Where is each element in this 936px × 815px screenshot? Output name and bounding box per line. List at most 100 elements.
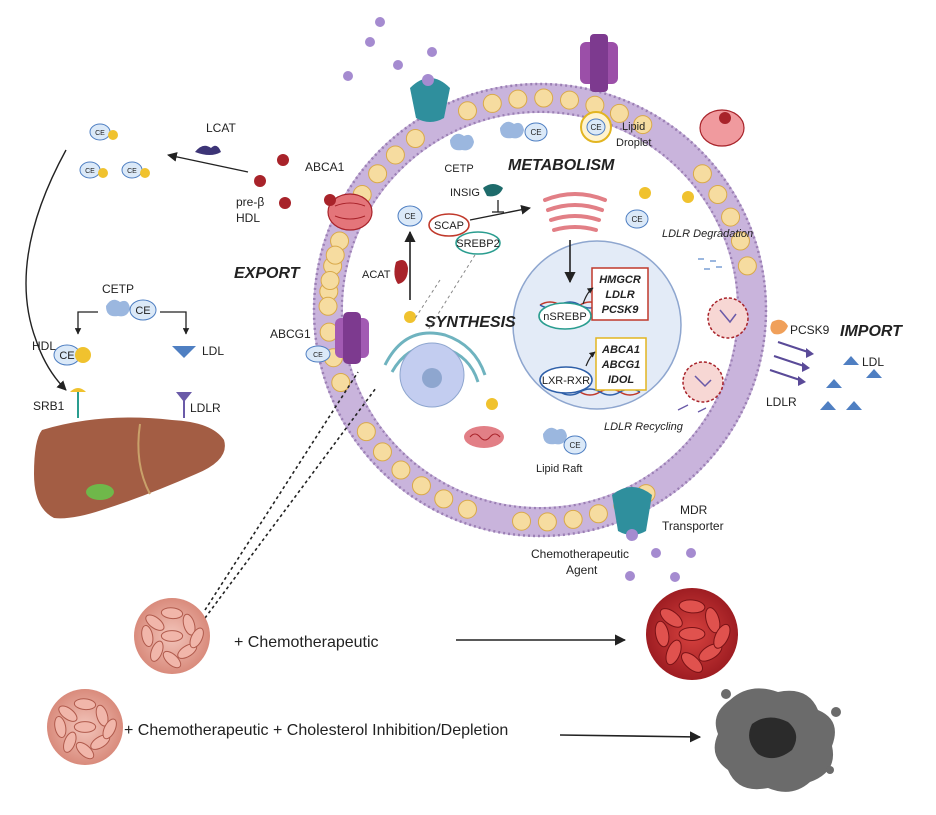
svg-text:CE: CE xyxy=(135,305,150,317)
svg-text:CE: CE xyxy=(85,168,95,175)
tumor-pink-1 xyxy=(134,598,210,674)
cholesterol-dot xyxy=(682,191,694,203)
purple-transporter-top xyxy=(580,34,618,92)
insig: INSIG xyxy=(450,184,504,213)
svg-text:Transporter: Transporter xyxy=(662,519,724,533)
ce-synthesis: CE xyxy=(397,205,423,300)
svg-text:CETP: CETP xyxy=(102,282,134,296)
nsrebp-complex: nSREBP xyxy=(538,287,594,330)
abca1-transporter: ABCA1 xyxy=(305,160,373,231)
abcg1-transporter: ABCG1 CE xyxy=(270,312,369,364)
svg-text:CE: CE xyxy=(569,441,580,450)
svg-text:LDLR: LDLR xyxy=(190,401,221,415)
ce-cluster-top: CE xyxy=(500,121,548,142)
pre-beta-hdl: pre-β HDL xyxy=(236,154,291,225)
tumor-red-resistant xyxy=(646,588,738,680)
svg-text:MDR: MDR xyxy=(680,503,708,517)
mitochondrion xyxy=(464,426,504,448)
gene-hmgcr: HMGCR xyxy=(599,274,641,286)
hdl-ce-particles: CE CE CE xyxy=(79,123,150,179)
scap-to-golgi-arrow xyxy=(469,204,531,221)
svg-text:pre-β: pre-β xyxy=(236,195,264,209)
lipid-raft-label: Lipid Raft xyxy=(536,463,582,475)
gene-pcsk9: PCSK9 xyxy=(602,304,640,316)
gene-abca1: ABCA1 xyxy=(601,344,640,356)
import-label: IMPORT xyxy=(840,323,903,340)
svg-text:SREBP2: SREBP2 xyxy=(456,238,499,250)
svg-text:LDL: LDL xyxy=(862,355,884,369)
synthesis-label: SYNTHESIS xyxy=(425,314,516,331)
golgi xyxy=(543,192,607,232)
ldlr-recycling-label: LDLR Recycling xyxy=(604,421,684,433)
pcsk9-ldlr-complex: PCSK9 LDLR xyxy=(766,319,830,409)
hdl-to-liver-arrow xyxy=(25,149,67,391)
cholesterol-dot xyxy=(404,311,416,323)
mdr-transporter: MDR Transporter xyxy=(612,487,724,541)
lxr-target-genes: ABCA1 ABCG1 IDOL xyxy=(595,337,647,391)
bottom-row-2-label: + Chemotherapeutic + Cholesterol Inhibit… xyxy=(124,722,508,739)
gene-idol: IDOL xyxy=(608,374,635,386)
dashed-link-2 xyxy=(427,254,476,331)
tumor-pink-2 xyxy=(47,689,123,765)
acat-enzyme: ACAT xyxy=(362,260,408,284)
dashed-link-1 xyxy=(413,279,441,321)
svg-text:HDL: HDL xyxy=(32,339,56,353)
metabolism-label: METABOLISM xyxy=(508,157,615,174)
svg-text:SRB1: SRB1 xyxy=(33,399,65,413)
svg-text:ACAT: ACAT xyxy=(362,269,391,281)
bottom-row-2-arrow xyxy=(559,731,702,743)
scap-srebp2: SCAP SREBP2 xyxy=(428,213,501,255)
svg-text:Agent: Agent xyxy=(566,563,598,577)
hdl-left: HDL CE xyxy=(32,339,91,366)
svg-text:CE: CE xyxy=(631,215,642,224)
liver xyxy=(34,417,225,519)
svg-text:CETP: CETP xyxy=(444,163,473,175)
tumor-to-cell-dotted-2 xyxy=(204,387,377,619)
teal-transporter-top xyxy=(410,74,450,122)
svg-text:CE: CE xyxy=(590,123,601,132)
svg-text:LDLR: LDLR xyxy=(766,395,797,409)
ce-degradation: CE xyxy=(625,209,649,229)
svg-text:PCSK9: PCSK9 xyxy=(790,323,830,337)
svg-text:Lipid: Lipid xyxy=(622,121,645,133)
svg-text:Droplet: Droplet xyxy=(616,137,651,149)
svg-text:HDL: HDL xyxy=(236,211,260,225)
svg-text:ABCA1: ABCA1 xyxy=(305,160,345,174)
chemotherapeutic-agent: Chemotherapeutic Agent xyxy=(531,547,696,582)
lcat-enzyme: LCAT xyxy=(195,121,236,155)
gene-abcg1: ABCG1 xyxy=(601,359,641,371)
bottom-row-1-label: + Chemotherapeutic xyxy=(234,634,379,651)
svg-text:LDL: LDL xyxy=(202,344,224,358)
lcat-arrow xyxy=(167,152,249,173)
endoplasmic-reticulum xyxy=(383,331,487,408)
lipid-droplet: CE Lipid Droplet xyxy=(580,111,651,149)
svg-text:LCAT: LCAT xyxy=(206,121,236,135)
cholesterol-dot xyxy=(639,187,651,199)
ldlr-recycling-receptors xyxy=(677,404,707,413)
cholesterol-dot xyxy=(486,398,498,410)
lxr-rxr-complex: LXR-RXR xyxy=(539,351,596,394)
svg-text:CE: CE xyxy=(530,128,541,137)
svg-text:SCAP: SCAP xyxy=(434,220,464,232)
ldl-right: LDL xyxy=(820,355,884,410)
svg-text:Chemotherapeutic: Chemotherapeutic xyxy=(531,547,629,561)
ldlr-degradation-label: LDLR Degradation xyxy=(662,228,753,240)
svg-text:CE: CE xyxy=(95,130,105,137)
lipid-raft-beads xyxy=(318,88,757,532)
svg-text:CE: CE xyxy=(404,212,415,221)
svg-text:CE: CE xyxy=(127,168,137,175)
ldlr-fragments xyxy=(698,258,722,270)
srb1-receptor: SRB1 xyxy=(33,388,86,418)
cetp-cell: CETP xyxy=(444,133,474,175)
ce-raft: CE xyxy=(543,427,587,455)
svg-text:INSIG: INSIG xyxy=(450,187,480,199)
export-label: EXPORT xyxy=(234,265,301,282)
svg-text:nSREBP: nSREBP xyxy=(543,311,586,323)
svg-text:ABCG1: ABCG1 xyxy=(270,327,311,341)
lysosome-2 xyxy=(682,361,724,403)
red-transporter-top xyxy=(699,109,745,147)
gene-ldlr: LDLR xyxy=(605,289,634,301)
svg-text:LXR-RXR: LXR-RXR xyxy=(542,375,590,387)
tumor-to-cell-dotted-1 xyxy=(204,371,359,611)
